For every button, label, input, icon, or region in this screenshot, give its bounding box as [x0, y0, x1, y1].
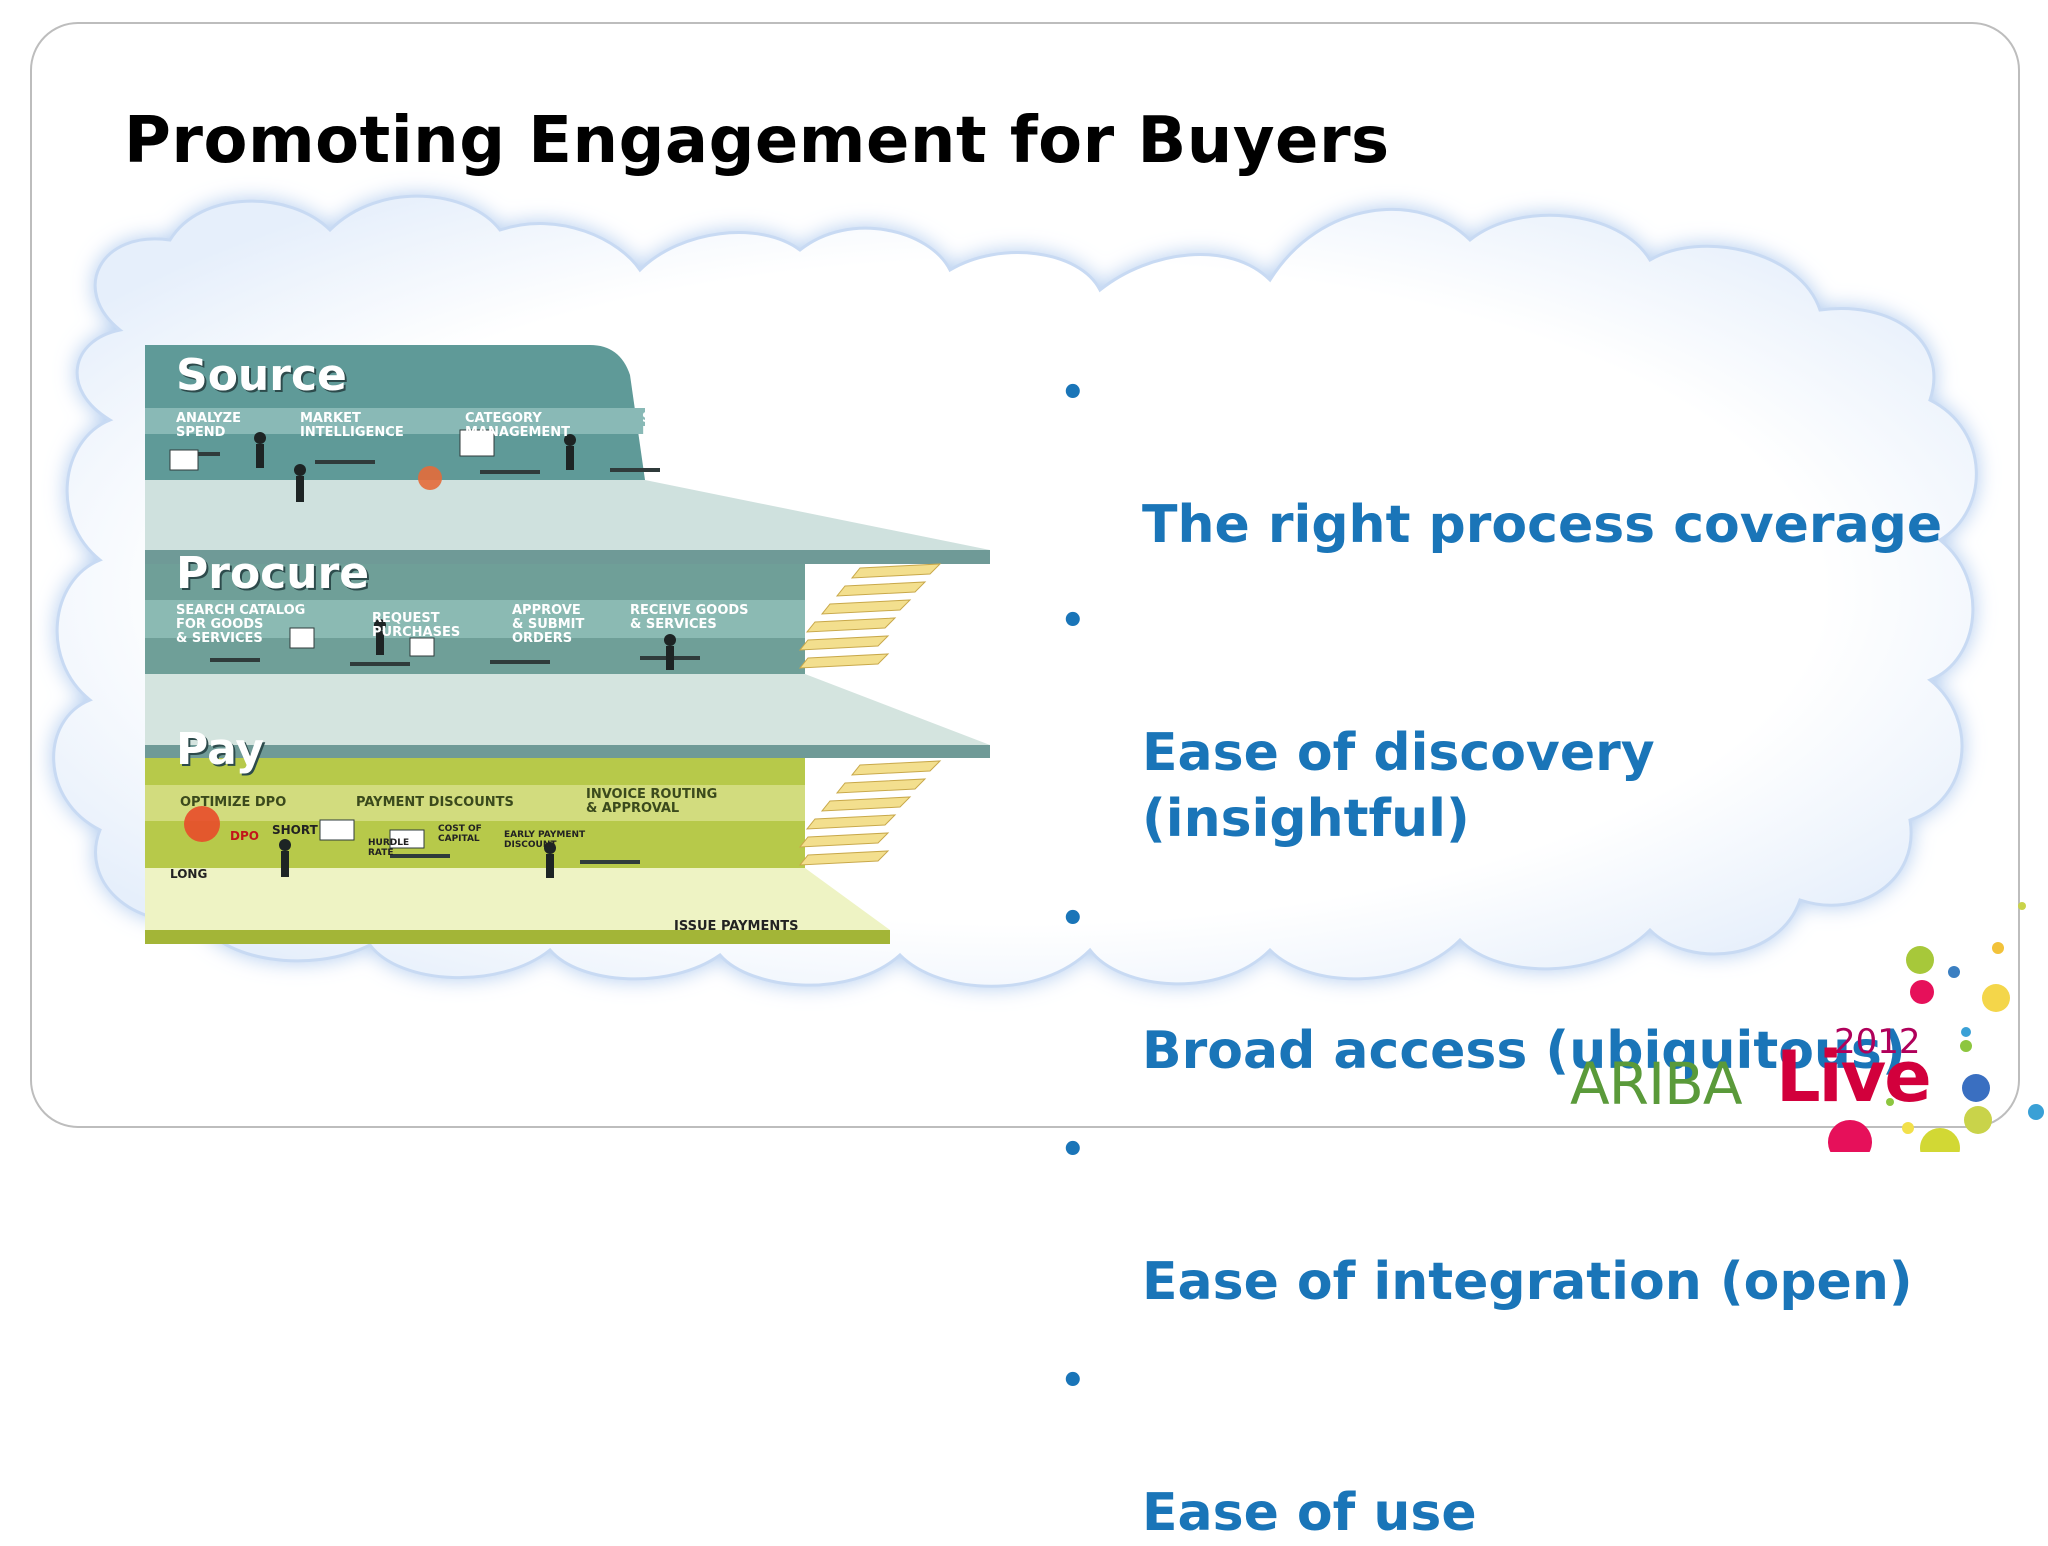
step-request-purchases: REQUEST PURCHASES: [372, 611, 461, 640]
step-approve-submit-orders: APPROVE & SUBMIT ORDERS: [512, 603, 585, 646]
issue-payments-label: ISSUE PAYMENTS: [674, 919, 799, 934]
step-supplier-management: SUPPLIER MANAGEMENT: [642, 411, 748, 440]
early-payment-discount-label: EARLY PAYMENT DISCOUNT: [504, 830, 586, 850]
cost-of-capital-label: COST OF CAPITAL: [438, 824, 482, 844]
floor-label-source: Source: [176, 350, 347, 401]
bullet-dot-icon: •: [1060, 598, 1086, 644]
step-optimize-dpo: OPTIMIZE DPO: [180, 795, 287, 810]
slide-title: Promoting Engagement for Buyers: [124, 104, 1390, 178]
bullet-item: • Ease of use: [1060, 1348, 1960, 1546]
step-search-catalog: SEARCH CATALOG FOR GOODS & SERVICES: [176, 603, 306, 646]
floor-label-pay: Pay: [176, 724, 265, 775]
procurement-building-illustration: Source ANALYZE SPEND MARKET INTELLIGENCE…: [140, 340, 1000, 950]
step-receive-goods: RECEIVE GOODS & SERVICES: [630, 603, 749, 632]
step-category-management: CATEGORY MANAGEMENT: [465, 411, 571, 440]
bullet-item: • The right process coverage: [1060, 360, 1960, 558]
bullet-text: Ease of use: [1142, 1483, 1477, 1543]
logo-year: 2012: [1834, 1022, 1921, 1062]
bullet-item: • Broad access (ubiquitous): [1060, 886, 1960, 1084]
logo-ariba: ARIBA: [1570, 1050, 1743, 1118]
decorative-dots: [1828, 902, 2044, 1152]
bullet-text: Broad access (ubiquitous): [1142, 1021, 1906, 1081]
bullet-item: • Ease of discovery (insightful): [1060, 588, 1960, 852]
source-floor-slab: [145, 480, 990, 564]
floor-label-procure: Procure: [176, 548, 370, 599]
pay-step-band: [145, 785, 805, 821]
aribalive-logo: 2012 ARIBA Live: [1570, 1012, 1990, 1132]
bullet-text: Ease of integration (open): [1142, 1252, 1913, 1312]
short-label: SHORT: [272, 823, 318, 837]
bullet-dot-icon: •: [1060, 896, 1086, 942]
bullet-dot-icon: •: [1060, 1127, 1086, 1173]
bullet-text: Ease of discovery (insightful): [1142, 723, 1655, 849]
step-analyze-spend: ANALYZE SPEND: [176, 411, 241, 440]
bullet-dot-icon: •: [1060, 1358, 1086, 1404]
building-drawing: [145, 345, 990, 944]
logo-live: Live: [1776, 1036, 1932, 1118]
procure-step-band: [145, 600, 805, 638]
procure-floor-slab: [145, 674, 990, 758]
hurdle-rate-label: HURDLE RATE: [368, 838, 410, 858]
dpo-gauge-label: DPO: [230, 829, 259, 843]
source-step-band: [145, 408, 645, 434]
long-label: LONG: [170, 867, 208, 881]
bullet-text: The right process coverage: [1142, 495, 1943, 555]
pay-floor-slab: [145, 868, 890, 944]
bullet-dot-icon: •: [1060, 370, 1086, 416]
step-market-intelligence: MARKET INTELLIGENCE: [300, 411, 404, 440]
step-invoice-routing: INVOICE ROUTING & APPROVAL: [586, 787, 718, 816]
step-payment-discounts: PAYMENT DISCOUNTS: [356, 795, 514, 810]
